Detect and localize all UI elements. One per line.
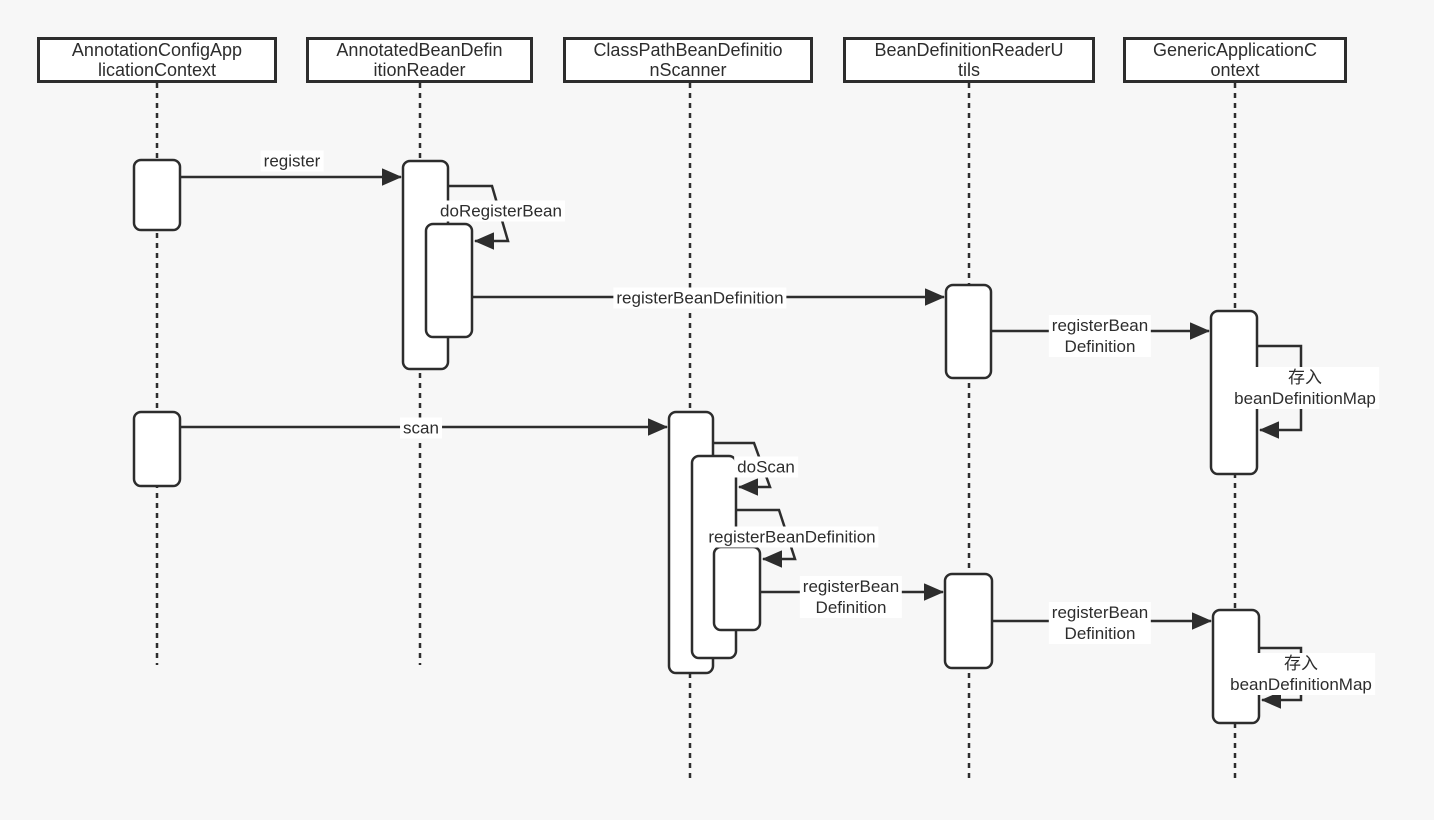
participant-bean-definition-reader-utils: BeanDefinitionReaderU tils [843, 37, 1095, 83]
activation-reader-do-register-bean [424, 222, 474, 339]
message-label-register-bean-definition-2: registerBean Definition [1048, 315, 1152, 357]
participant-annotated-bean-definition-reader: AnnotatedBeanDefin itionReader [306, 37, 533, 83]
message-label-do-scan: doScan [734, 456, 798, 478]
activation-reader-utils-2 [943, 572, 994, 670]
activation-context-register [132, 158, 182, 232]
activation-scanner-register-bean-definition [712, 545, 762, 632]
message-label-register-bean-definition-4: registerBean Definition [1048, 602, 1152, 644]
participant-classpath-bean-definition-scanner: ClassPathBeanDefinitio nScanner [563, 37, 813, 83]
message-label-do-register-bean: doRegisterBean [437, 200, 565, 222]
message-label-scan: scan [400, 417, 442, 439]
message-label-register-bean-definition-1: registerBeanDefinition [613, 287, 787, 309]
activation-reader-utils-1 [944, 283, 993, 380]
activation-context-scan [132, 410, 182, 488]
message-label-register: register [260, 150, 324, 172]
message-label-register-bean-definition-3: registerBean Definition [799, 576, 903, 618]
participant-generic-application-context: GenericApplicationC ontext [1123, 37, 1347, 83]
message-label-store-bean-definition-map-2: 存入beanDefinitionMap [1227, 653, 1375, 695]
message-label-register-bean-definition-self: registerBeanDefinition [705, 526, 879, 548]
participant-annotation-config-application-context: AnnotationConfigApp licationContext [37, 37, 277, 83]
message-label-store-bean-definition-map-1: 存入beanDefinitionMap [1231, 367, 1379, 409]
